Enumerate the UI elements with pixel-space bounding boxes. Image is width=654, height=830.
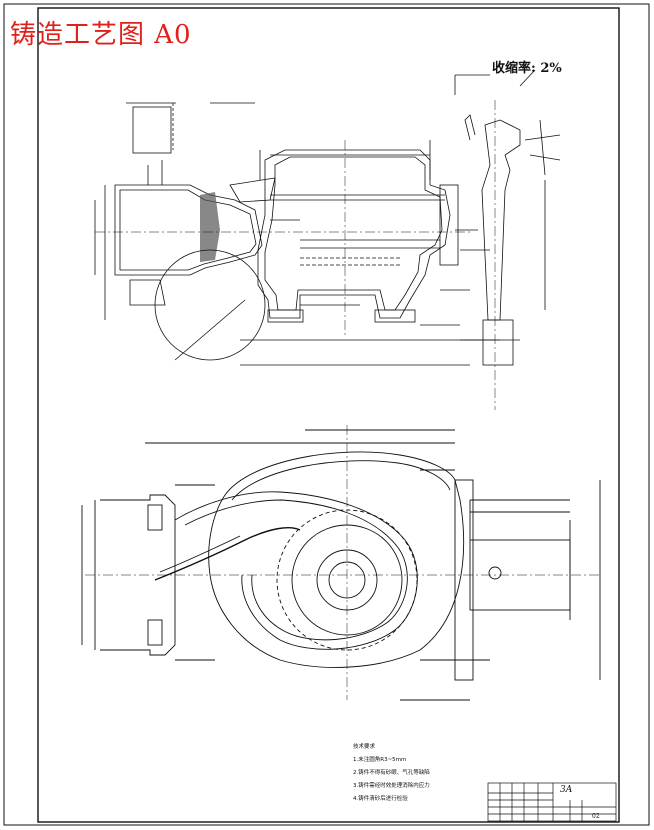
- inner-frame: [37, 7, 620, 823]
- title-block: [487, 782, 617, 822]
- tech-requirements-heading: 技术要求: [353, 744, 376, 750]
- side-view: [454, 69, 561, 410]
- section-view: [94, 102, 500, 366]
- title-block-code: 3A: [560, 785, 573, 795]
- drawing-title: 铸造工艺图 A0: [10, 20, 192, 50]
- volute-plan-view: [81, 425, 601, 701]
- technical-requirements: 技术要求 1.未注圆角R3~5mm 2.铸件不得有砂眼、气孔等缺陷 3.铸件需经…: [353, 741, 430, 806]
- tech-requirement-item: 2.铸件不得有砂眼、气孔等缺陷: [353, 770, 430, 776]
- tech-requirement-item: 4.铸件清砂后进行检验: [353, 796, 408, 802]
- shrinkage-label: 收缩率: 2%: [492, 61, 562, 76]
- tech-requirement-item: 3.铸件需经时效处理消除内应力: [353, 783, 430, 789]
- title-block-sheet-no: 02: [592, 813, 600, 820]
- outer-border: [3, 3, 650, 826]
- tech-requirement-item: 1.未注圆角R3~5mm: [353, 757, 407, 763]
